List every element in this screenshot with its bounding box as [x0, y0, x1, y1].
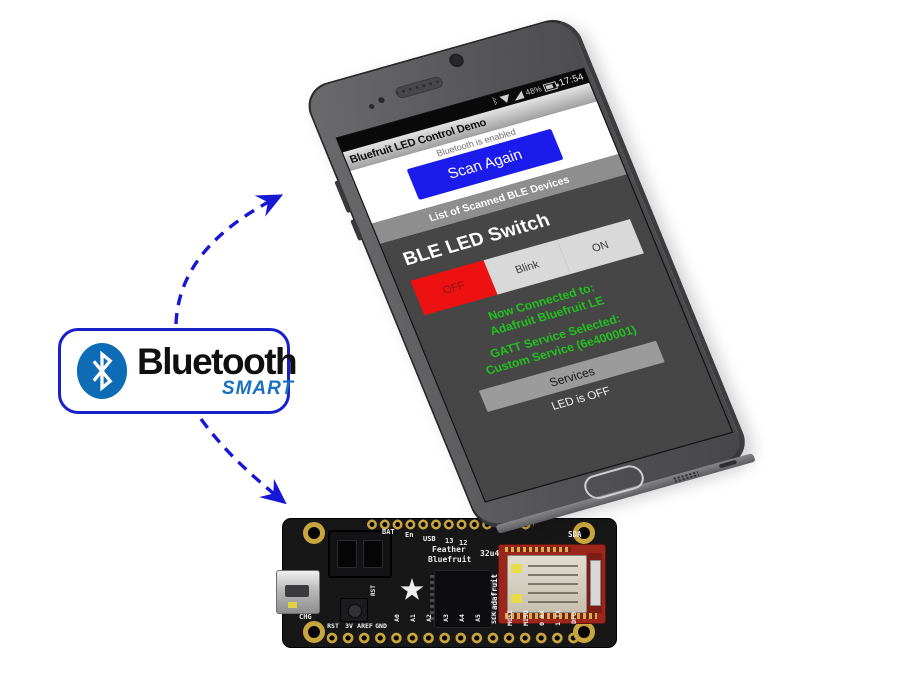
mcu-chip: [430, 570, 496, 628]
bluetooth-icon: ᛒ: [490, 96, 500, 107]
pin-label: USB: [423, 535, 436, 543]
pin-label: GND: [375, 622, 387, 630]
power-button[interactable]: [350, 219, 364, 241]
ble-module-pins: [505, 613, 597, 619]
shield-marking: [511, 564, 522, 573]
phone-screen: ᛒ 48% 17:54 Bluefruit LED Control Demo B…: [335, 67, 734, 503]
smartphone: ᛒ 48% 17:54 Bluefruit LED Control Demo B…: [300, 13, 756, 535]
chg-label: CHG: [299, 613, 312, 621]
usb-port: [718, 459, 738, 469]
mounting-hole: [573, 522, 595, 544]
volume-button[interactable]: [334, 180, 352, 214]
pin-label: En: [405, 531, 414, 539]
bluetooth-smart-logo: Bluetooth SMART: [58, 328, 298, 414]
battery-percent: 48%: [524, 84, 543, 98]
shield-marking: [511, 594, 522, 603]
rst-label: RST: [370, 585, 377, 596]
mounting-hole: [303, 522, 325, 544]
mounting-hole: [303, 621, 325, 643]
rf-shield: [507, 555, 587, 613]
earpiece-speaker: [393, 75, 445, 100]
top-pin-holes: [366, 519, 534, 530]
shield-text: [528, 565, 578, 605]
reset-button[interactable]: [340, 598, 368, 622]
pin-label: 12: [459, 539, 468, 547]
smart-wordmark: SMART: [221, 378, 295, 399]
front-camera: [447, 51, 466, 69]
ambient-sensor: [377, 96, 386, 104]
bluetooth-wordmark: Bluetooth: [137, 341, 298, 382]
pin-label: RST: [327, 622, 339, 630]
pin-label: AREF: [357, 622, 373, 630]
feather-board: BAT En USB 13 12 Feather Bluefruit 32u4 …: [276, 518, 617, 648]
speaker-grille-icon: [672, 470, 700, 483]
ble-module: [498, 544, 606, 624]
proximity-sensor: [368, 103, 376, 110]
wifi-icon: [499, 93, 512, 104]
pin-label: SDA: [568, 530, 582, 539]
pin-label: DFU: [570, 611, 578, 624]
bottom-pin-holes: [325, 632, 587, 644]
board-name: Feather: [432, 545, 466, 554]
pin-label: 13: [445, 537, 454, 545]
blink-button[interactable]: Blink: [483, 239, 571, 295]
arrow-logo-to-phone-icon: [174, 194, 284, 325]
signal-icon: [511, 90, 525, 101]
pin-label: A2: [424, 613, 433, 622]
battery-connector: [328, 530, 392, 578]
on-button[interactable]: ON: [556, 219, 644, 274]
board-name: Bluefruit: [428, 555, 472, 564]
charge-led: [288, 602, 297, 608]
battery-icon: [542, 80, 559, 92]
pin-label: BAT: [382, 528, 395, 536]
swd-connector: [587, 553, 602, 613]
ble-module-pins: [505, 547, 571, 552]
board-variant: 32u4: [480, 549, 500, 558]
off-button[interactable]: OFF: [410, 260, 498, 316]
micro-usb-port: [276, 570, 320, 614]
arrow-logo-to-board-icon: [199, 418, 287, 505]
bluetooth-logo-icon: [76, 343, 128, 399]
pin-label: 3V: [345, 622, 353, 630]
